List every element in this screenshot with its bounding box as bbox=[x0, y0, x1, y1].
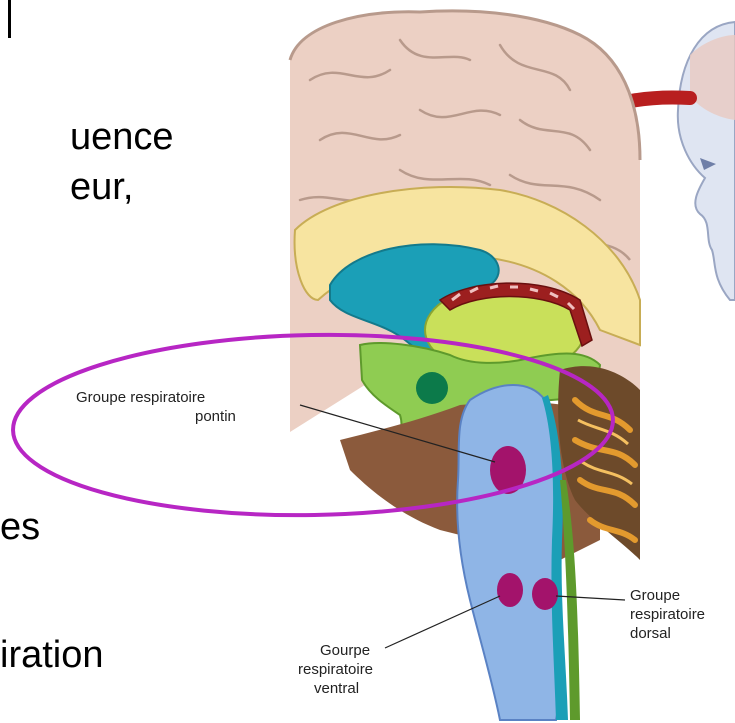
brainstem bbox=[457, 385, 562, 720]
dorsal-label-line-2: respiratoire bbox=[630, 606, 705, 623]
head-silhouette-icon bbox=[678, 22, 735, 300]
ventral-label-line-1: Gourpe bbox=[320, 642, 370, 659]
ventral-label-line-2: respiratoire bbox=[298, 661, 373, 678]
ventral-label-line-3: ventral bbox=[314, 680, 359, 697]
pontine-label-line-1: Groupe respiratoire bbox=[76, 389, 205, 406]
mammillary-body bbox=[416, 372, 448, 404]
dorsal-respiratory-group bbox=[532, 578, 558, 610]
ventral-respiratory-group bbox=[497, 573, 523, 607]
pontine-label-line-2: pontin bbox=[195, 408, 236, 425]
dorsal-label-line-3: dorsal bbox=[630, 625, 671, 642]
dorsal-label-line-1: Groupe bbox=[630, 587, 680, 604]
dorsal-label-leader bbox=[556, 596, 625, 600]
